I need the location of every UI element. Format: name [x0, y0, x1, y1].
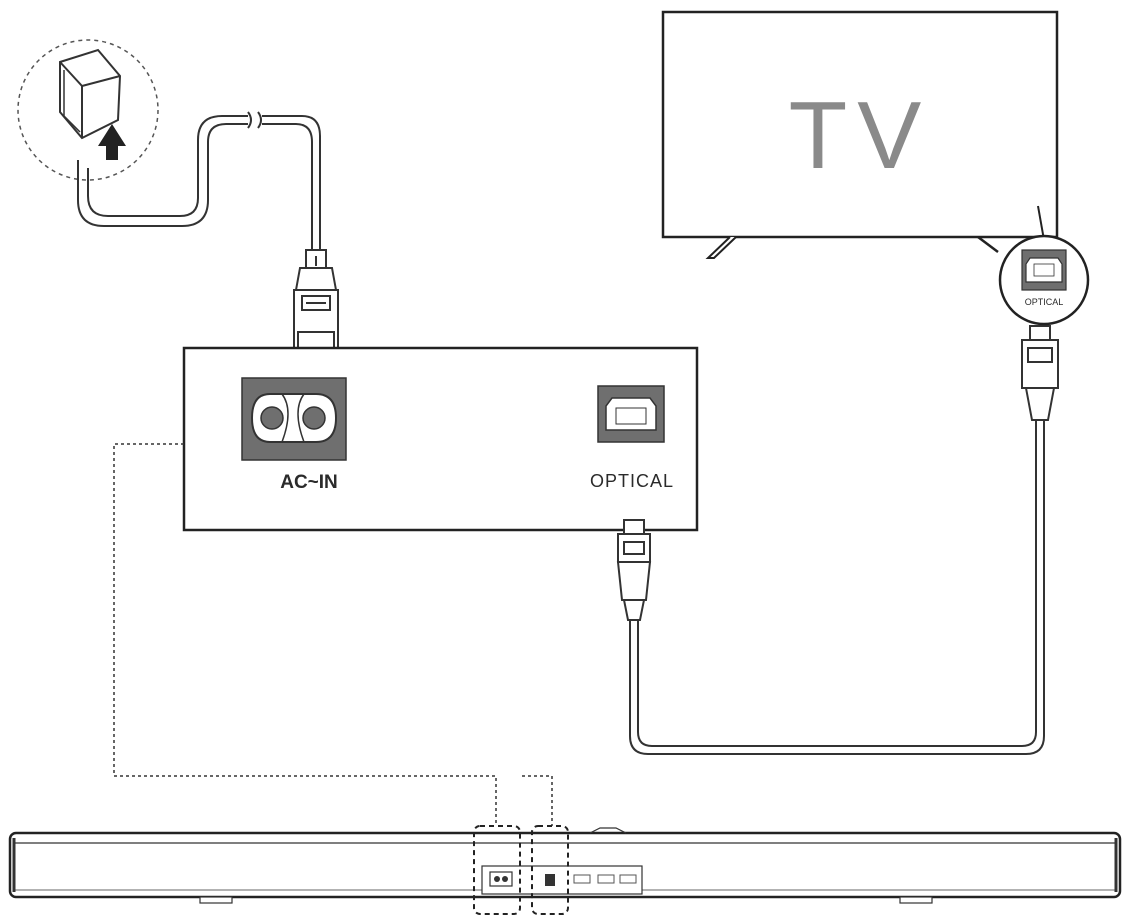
optical-toslink-connector-icon	[1021, 325, 1059, 421]
ac-in-label: AC~IN	[280, 472, 338, 493]
leader-lines	[113, 443, 553, 826]
optical-toslink-connector-icon	[616, 519, 652, 621]
tv-label: TV	[789, 82, 932, 189]
optical-label: OPTICAL	[590, 471, 674, 491]
rear-panel-closeup: AC~IN OPTICAL	[182, 346, 699, 532]
optical-cable	[616, 325, 1059, 755]
iec-power-connector-icon	[293, 249, 339, 349]
wall-plug-icon	[59, 48, 122, 140]
tv-optical-label: OPTICAL	[1025, 297, 1064, 307]
tv-optical-port-callout: OPTICAL	[998, 234, 1090, 326]
insert-arrow-icon	[98, 124, 126, 160]
power-cable	[77, 111, 321, 250]
tv: TV	[661, 10, 1059, 259]
wall-plug-callout	[17, 39, 159, 181]
ac-in-port: AC~IN	[241, 377, 347, 493]
soundbar	[8, 825, 1122, 915]
optical-port: OPTICAL	[590, 385, 674, 491]
